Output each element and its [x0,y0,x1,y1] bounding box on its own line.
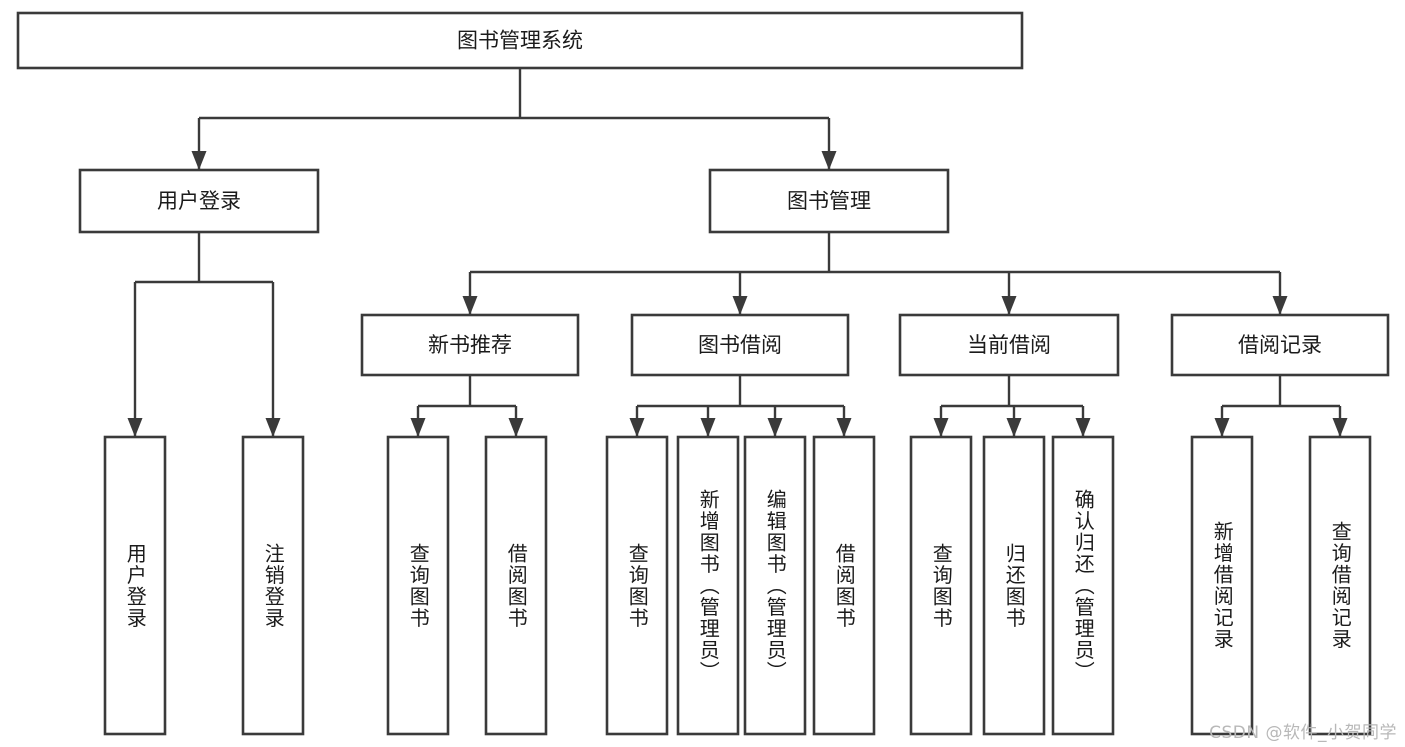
leaf-node-box[interactable] [484,435,548,736]
level2-node-box[interactable] [78,168,320,234]
arrow-head-icon [1006,418,1022,437]
level2-node-box[interactable] [708,168,950,234]
leaf-node-box[interactable] [605,435,669,736]
arrow-head-icon [767,418,783,437]
arrow-head-icon [821,151,837,170]
arrow-head-icon [933,418,949,437]
level3-node-label: 借阅记录 [1238,333,1322,357]
arrow-head-icon [629,418,645,437]
arrow-head-icon [1272,296,1288,315]
arrow-head-icon [1214,418,1230,437]
leaf-node-label: 新增借阅记录 [1210,521,1235,650]
arrow-head-icon [1332,418,1348,437]
leaf-node-label: 注销登录 [261,542,286,629]
leaf-node-label: 查询图书 [929,542,954,629]
level3-node-label: 图书借阅 [698,333,782,357]
leaf-node-label: 编辑图书（管理员） [763,488,788,683]
level2-node-label: 用户登录 [157,189,241,213]
arrow-head-icon [410,418,426,437]
arrow-head-icon [1075,418,1091,437]
arrow-head-icon [265,418,281,437]
leaf-node-box[interactable] [386,435,450,736]
arrow-head-icon [462,296,478,315]
level3-node-box[interactable] [898,313,1120,377]
leaf-node-label: 借阅图书 [504,542,529,629]
leaf-node-label: 查询图书 [625,542,650,629]
leaf-node-label: 归还图书 [1002,542,1027,629]
leaf-node-box[interactable] [103,435,167,736]
leaf-node-box[interactable] [241,435,305,736]
level3-node-box[interactable] [360,313,580,377]
watermark-text: CSDN @软件_小贺同学 [1209,723,1397,743]
leaf-node-box[interactable] [909,435,973,736]
leaf-node-label: 确认归还（管理员） [1071,488,1096,683]
level3-node-box[interactable] [1170,313,1390,377]
leaf-node-label: 查询借阅记录 [1328,521,1353,650]
arrow-head-icon [127,418,143,437]
leaf-node-box[interactable] [1190,435,1254,736]
level3-node-label: 新书推荐 [428,333,512,357]
node-box-layer [16,11,1390,736]
arrow-head-icon [191,151,207,170]
leaf-node-label: 用户登录 [123,542,148,629]
leaf-node-label: 借阅图书 [832,542,857,629]
leaf-node-box[interactable] [676,435,740,736]
leaf-node-label: 新增图书（管理员） [696,488,721,683]
leaf-node-box[interactable] [1051,435,1115,736]
leaf-node-box[interactable] [1308,435,1372,736]
level3-node-label: 当前借阅 [967,333,1051,357]
level2-node-label: 图书管理 [787,189,871,213]
arrow-head-icon [700,418,716,437]
leaf-node-box[interactable] [982,435,1046,736]
leaf-node-label: 查询图书 [406,542,431,629]
leaf-node-box[interactable] [743,435,807,736]
root-node-box[interactable] [16,11,1024,70]
arrow-head-icon [732,296,748,315]
leaf-node-box[interactable] [812,435,876,736]
arrow-head-icon [836,418,852,437]
root-node-label: 图书管理系统 [457,29,583,53]
arrow-head-icon [1001,296,1017,315]
connector-layer [127,68,1348,437]
arrow-head-icon [508,418,524,437]
level3-node-box[interactable] [630,313,850,377]
